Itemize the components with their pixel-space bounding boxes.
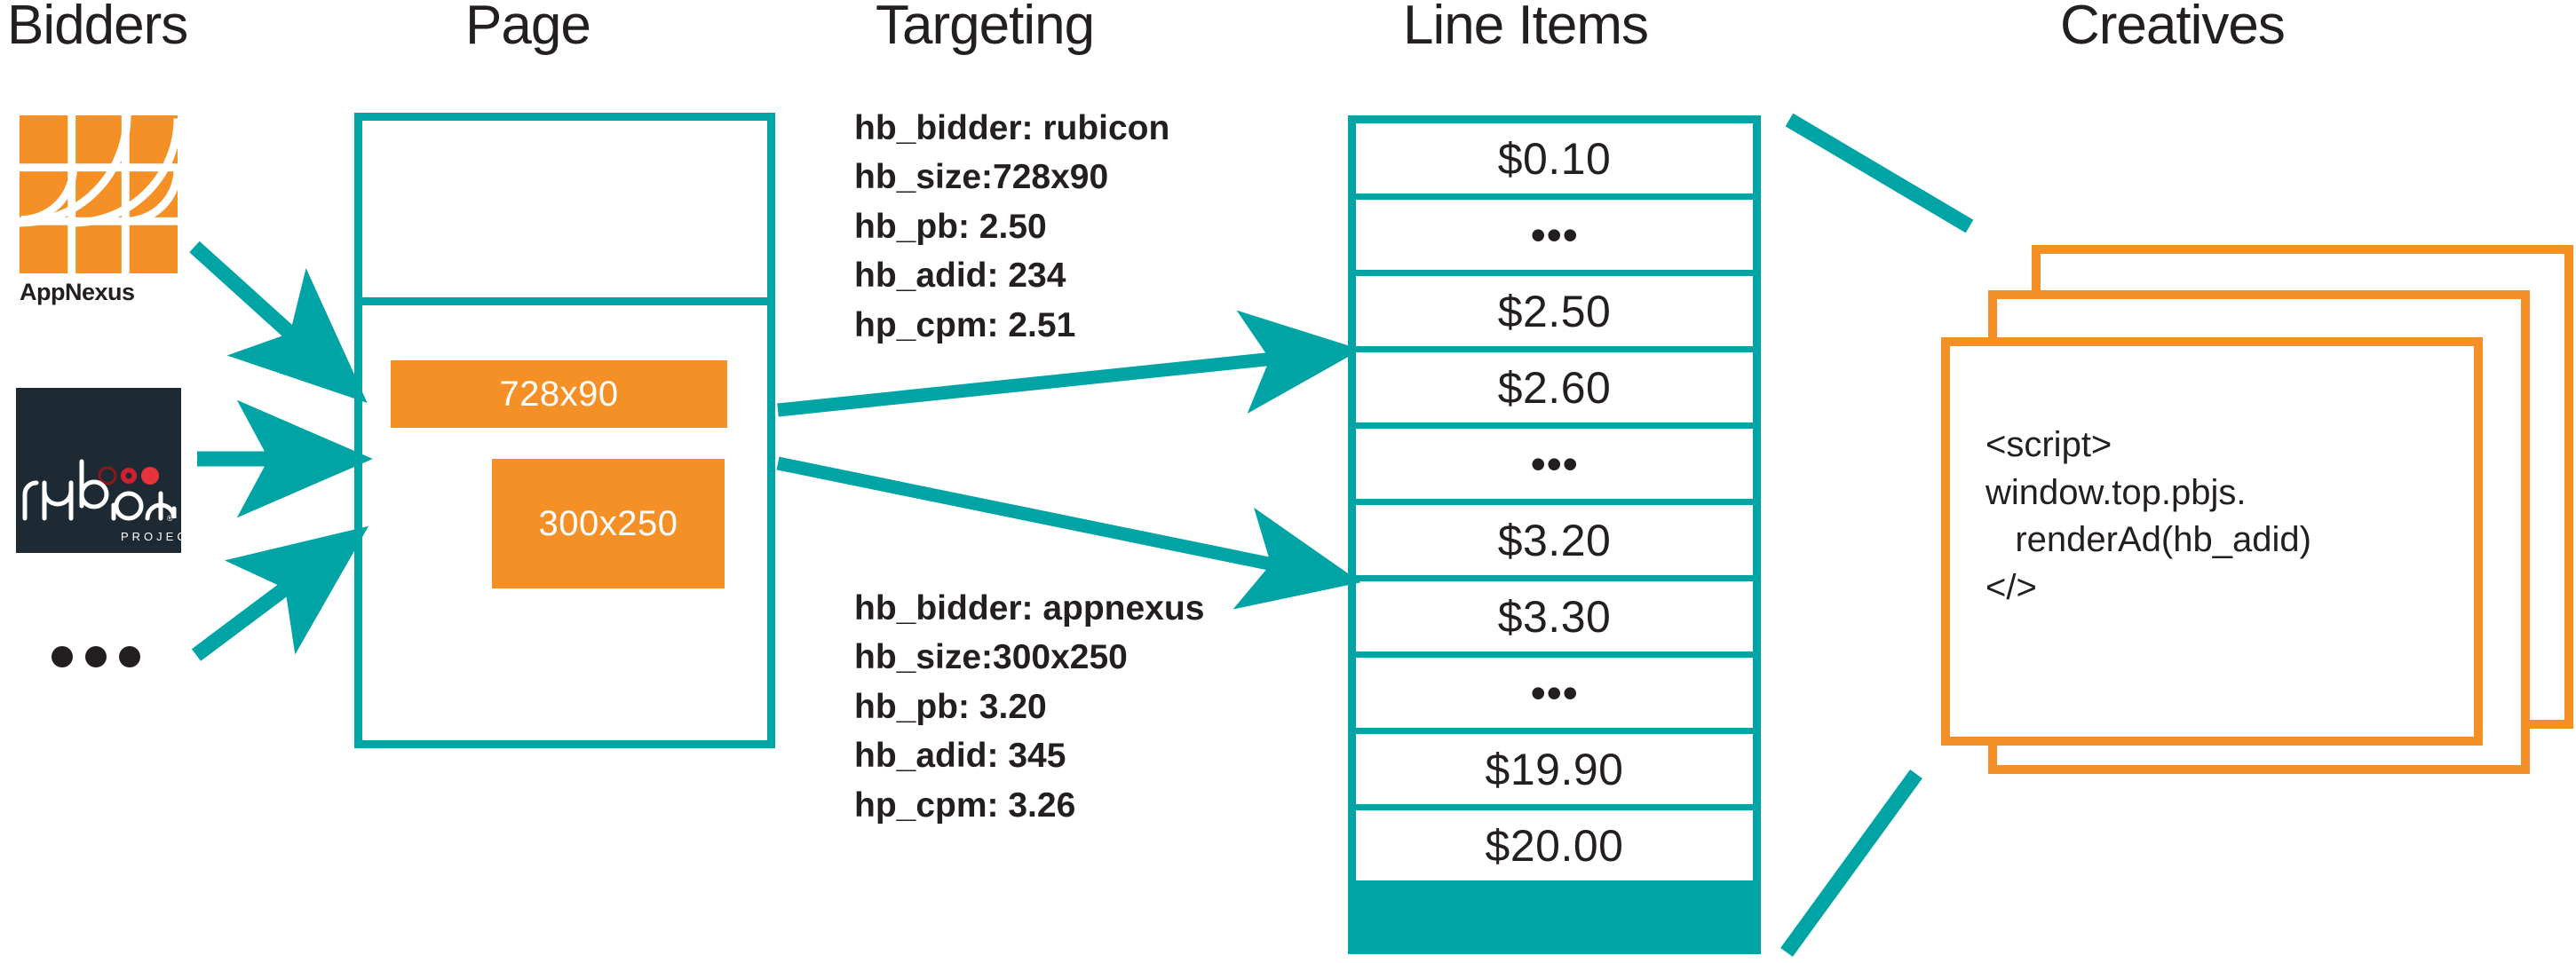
page-body-region: 728x90 300x250 — [362, 305, 767, 740]
line-item-row[interactable]: $2.50 — [1356, 276, 1753, 346]
targeting-line: hp_cpm: 3.26 — [854, 785, 1076, 825]
connector-slot728-to-line-item — [777, 310, 1361, 417]
line-item-row[interactable]: ••• — [1356, 200, 1753, 270]
svg-text:®: ® — [167, 514, 173, 523]
line-item-row[interactable]: $3.20 — [1356, 505, 1753, 575]
column-heading-bidders: Bidders — [7, 0, 188, 56]
creative-card-front[interactable]: <script> window.top.pbjs. renderAd(hb_ad… — [1941, 337, 2483, 746]
column-heading-creatives: Creatives — [2060, 0, 2286, 56]
line-item-row[interactable]: ••• — [1356, 429, 1753, 499]
bidders-ellipsis-icon — [52, 646, 140, 667]
targeting-line: hb_pb: 2.50 — [854, 207, 1047, 246]
page-panel: 728x90 300x250 — [354, 113, 775, 748]
line-item-row[interactable]: $19.90 — [1356, 734, 1753, 804]
connector-line-items-to-creatives-top — [1785, 113, 1974, 233]
targeting-line: hb_adid: 234 — [854, 257, 1066, 296]
rubicon-project-logo-icon: PROJECT ® — [16, 388, 181, 553]
targeting-block-300x250: hb_bidder: appnexus hb_size:300x250 hb_p… — [854, 584, 1204, 830]
connector-appnexus-to-page — [189, 241, 368, 403]
line-item-row[interactable]: $2.60 — [1356, 352, 1753, 422]
line-item-row[interactable]: $20.00 — [1356, 810, 1753, 880]
page-divider — [362, 297, 767, 305]
line-item-row[interactable]: $0.10 — [1356, 123, 1753, 193]
ad-slot-728x90[interactable]: 728x90 — [391, 360, 727, 428]
connector-slot300-to-line-item — [776, 456, 1361, 610]
ad-slot-300x250[interactable]: 300x250 — [492, 459, 725, 588]
line-items-table: $0.10 ••• $2.50 $2.60 ••• $3.20 $3.30 ••… — [1348, 115, 1761, 954]
line-item-row[interactable]: ••• — [1356, 658, 1753, 728]
connector-line-items-to-creatives-bottom — [1780, 770, 1922, 957]
appnexus-logo-icon — [20, 115, 178, 273]
column-heading-page: Page — [465, 0, 591, 56]
targeting-block-728x90: hb_bidder: rubicon hb_size:728x90 hb_pb:… — [854, 104, 1169, 350]
page-header-region — [362, 121, 767, 297]
column-heading-line-items: Line Items — [1403, 0, 1649, 56]
targeting-line: hb_bidder: appnexus — [854, 589, 1205, 628]
line-item-row[interactable]: $3.30 — [1356, 581, 1753, 651]
connector-more-bidders-to-page — [191, 525, 369, 661]
appnexus-label: AppNexus — [20, 279, 135, 305]
targeting-line: hp_cpm: 2.51 — [854, 305, 1076, 344]
svg-text:PROJECT: PROJECT — [121, 530, 181, 543]
column-heading-targeting: Targeting — [876, 0, 1095, 56]
targeting-line: hb_adid: 345 — [854, 737, 1066, 776]
targeting-line: hb_pb: 3.20 — [854, 687, 1047, 726]
targeting-line: hb_size:728x90 — [854, 158, 1109, 197]
targeting-line: hb_size:300x250 — [854, 638, 1128, 677]
targeting-line: hb_bidder: rubicon — [854, 109, 1170, 147]
creative-snippet: <script> window.top.pbjs. renderAd(hb_ad… — [1986, 425, 2311, 607]
